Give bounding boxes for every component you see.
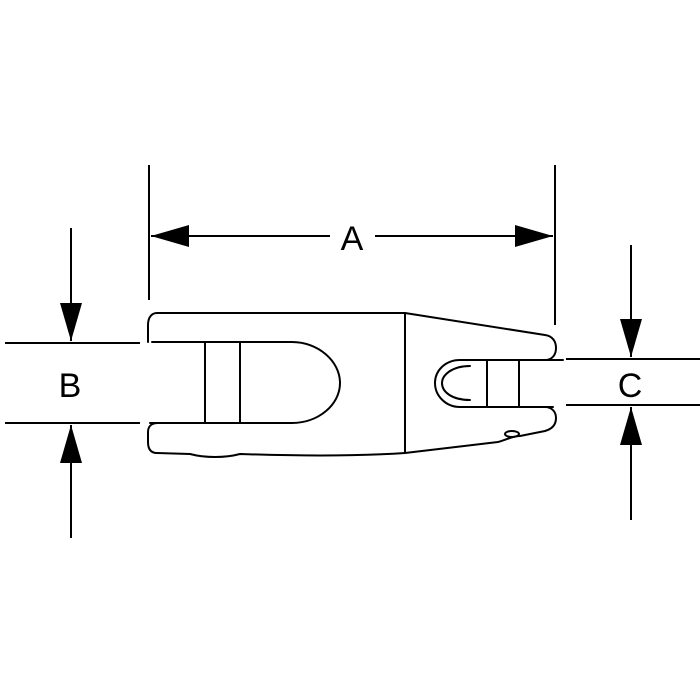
dimension-label-b: B xyxy=(59,367,82,405)
large-jaw-slot xyxy=(151,341,341,424)
swivel-shackle xyxy=(147,312,564,458)
arrowhead-c-bottom xyxy=(620,407,642,445)
small-jaw-outline xyxy=(404,312,564,454)
dimension-label-a: A xyxy=(341,220,364,258)
dimension-label-c: C xyxy=(618,367,643,405)
arrowhead-c-top xyxy=(620,319,642,357)
small-jaw-slot xyxy=(434,359,554,408)
arrowhead-a-left xyxy=(151,225,189,247)
dimension-a: A xyxy=(148,165,556,325)
arrowhead-b-bottom xyxy=(60,425,82,463)
dimension-c: C xyxy=(566,245,700,520)
dimension-b: B xyxy=(5,228,140,538)
arrowhead-a-right xyxy=(515,225,553,247)
rivet-detail xyxy=(504,430,520,438)
small-jaw-slot-inner xyxy=(441,365,471,401)
shackle-body-outline xyxy=(147,312,406,458)
arrowhead-b-top xyxy=(60,303,82,341)
